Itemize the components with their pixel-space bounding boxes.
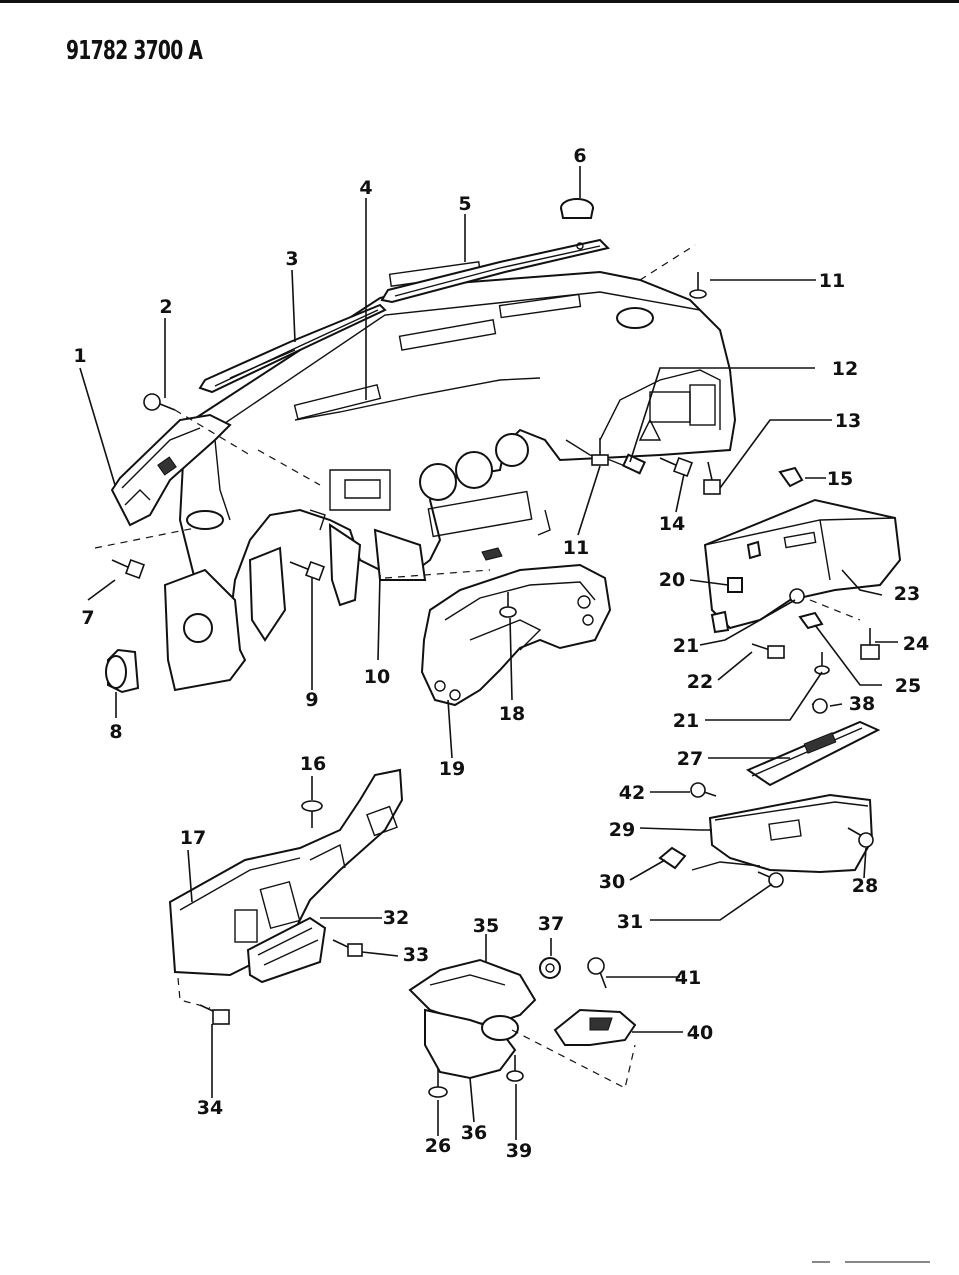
glove-box-lid-panel (745, 720, 881, 787)
fastener-2 (143, 393, 176, 411)
callout-34: 34 (197, 1097, 223, 1119)
callout-33: 33 (403, 944, 429, 966)
callout-24: 24 (903, 633, 929, 655)
callout-29: 29 (609, 819, 635, 841)
fastener-14 (659, 457, 693, 477)
speaker-cap (560, 198, 594, 219)
fuse-box-cover (246, 916, 327, 984)
right-defroster-grille (380, 238, 610, 304)
fastener-28 (847, 827, 874, 848)
callout-22: 22 (687, 671, 713, 693)
fastener-26 (428, 1068, 448, 1098)
callout-11-mid: 11 (563, 537, 589, 559)
callout-27: 27 (677, 748, 703, 770)
clip-25 (798, 611, 824, 630)
callout-5: 5 (458, 193, 471, 215)
fastener-21-lower (814, 652, 830, 675)
instrument-panel (163, 261, 737, 692)
harness-connector (565, 439, 647, 475)
callout-41: 41 (675, 967, 701, 989)
fastener-24 (860, 628, 880, 660)
callout-4: 4 (359, 177, 372, 199)
callout-14: 14 (659, 513, 685, 535)
callout-32: 32 (383, 907, 409, 929)
fastener-13 (703, 461, 721, 495)
callout-23: 23 (894, 583, 920, 605)
fastener-18 (499, 592, 517, 618)
fastener-11-top (689, 272, 707, 299)
callout-16: 16 (300, 753, 326, 775)
callout-35: 35 (473, 915, 499, 937)
callout-1: 1 (73, 345, 86, 367)
fastener-42 (690, 782, 717, 798)
callout-39: 39 (506, 1140, 532, 1162)
leader-lines (79, 166, 898, 1140)
callout-11-top: 11 (819, 270, 845, 292)
page-code: 91782 3700 A (66, 36, 203, 66)
callout-28: 28 (852, 875, 878, 897)
knob (105, 648, 140, 694)
callout-20: 20 (659, 569, 685, 591)
fastener-33 (332, 939, 363, 957)
assembly-guide-lines (94, 244, 861, 1089)
glove-box-frame (703, 498, 902, 634)
callout-8: 8 (109, 721, 122, 743)
top-border-rule (0, 0, 959, 3)
callout-9: 9 (305, 689, 318, 711)
callout-36: 36 (461, 1122, 487, 1144)
callout-19: 19 (439, 758, 465, 780)
fastener-41 (587, 957, 607, 989)
bushing (539, 957, 561, 979)
fastener-34 (199, 1004, 230, 1025)
glove-box (691, 793, 874, 874)
callout-26: 26 (425, 1135, 451, 1157)
callout-3: 3 (285, 248, 298, 270)
fastener-31 (757, 871, 784, 888)
left-defroster-grille (198, 303, 387, 394)
callout-42: 42 (619, 782, 645, 804)
meter-cluster-panel (420, 563, 612, 707)
fastener-11-mid (591, 438, 609, 466)
fastener-16 (301, 800, 323, 828)
fastener-7 (111, 559, 145, 579)
callout-21-upper: 21 (673, 635, 699, 657)
fastener-9 (289, 561, 325, 581)
callout-7: 7 (81, 607, 94, 629)
fastener-39 (506, 1055, 524, 1082)
column-cover-lower (424, 1008, 519, 1080)
callout-21-lower: 21 (673, 710, 699, 732)
callout-12: 12 (832, 358, 858, 380)
callout-13: 13 (835, 410, 861, 432)
callout-30: 30 (599, 871, 625, 893)
fastener-38 (811, 698, 828, 714)
clip-10 (481, 547, 503, 561)
stopper (658, 846, 687, 870)
callout-40: 40 (687, 1022, 713, 1044)
fastener-21-upper (789, 588, 805, 604)
fastener-22 (751, 643, 785, 659)
callout-17: 17 (180, 827, 206, 849)
callout-6: 6 (573, 145, 586, 167)
callout-38: 38 (849, 693, 875, 715)
left-side-bracket (110, 413, 232, 530)
callout-2: 2 (159, 296, 172, 318)
clip-15 (778, 466, 804, 488)
callout-37: 37 (538, 913, 564, 935)
callout-10: 10 (364, 666, 390, 688)
callout-31: 31 (617, 911, 643, 933)
lower-panel (168, 768, 404, 977)
callout-18: 18 (499, 703, 525, 725)
callout-15: 15 (827, 468, 853, 490)
callout-25: 25 (895, 675, 921, 697)
column-bracket (553, 1008, 637, 1046)
